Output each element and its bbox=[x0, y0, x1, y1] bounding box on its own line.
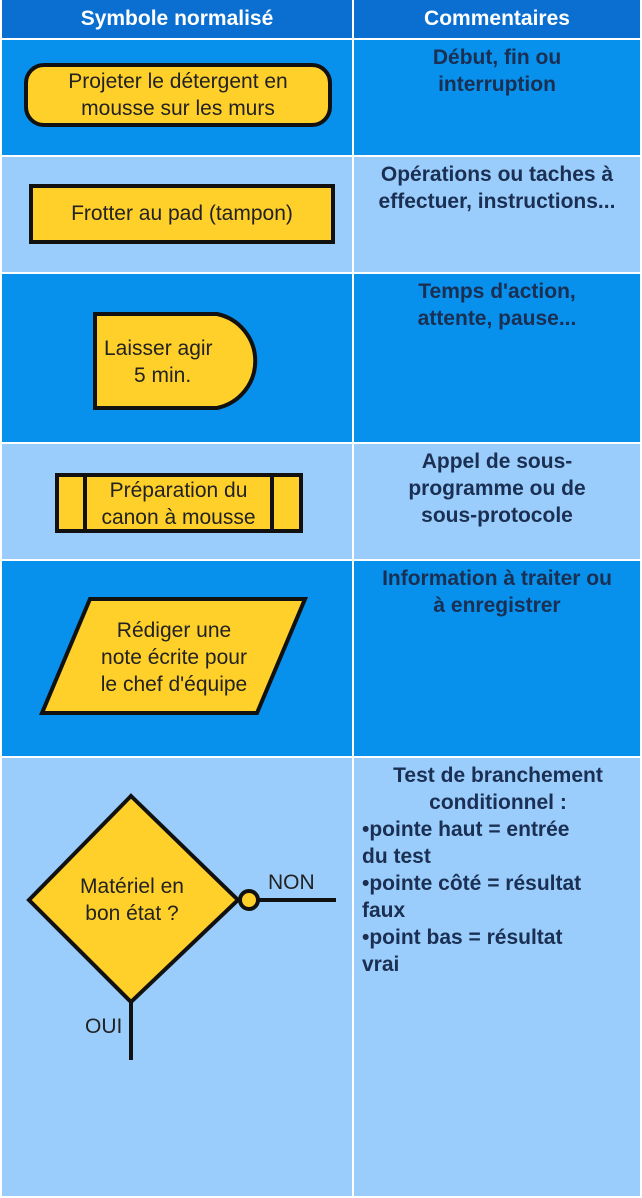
subprocess-symbol bbox=[55, 473, 303, 533]
comment-text: Appel de sous- programme ou de sous-prot… bbox=[408, 450, 586, 527]
symbol-cell: Matériel en bon état ? NON OUI bbox=[2, 758, 352, 1196]
comment-cell: Appel de sous- programme ou de sous-prot… bbox=[354, 444, 640, 559]
comment-text: Opérations ou taches à effectuer, instru… bbox=[378, 163, 616, 213]
row-process: Frotter au pad (tampon) Opérations ou ta… bbox=[0, 157, 642, 272]
comment-text: Temps d'action, attente, pause... bbox=[417, 280, 577, 330]
process-symbol bbox=[29, 184, 335, 244]
row-data: Rédiger une note écrite pour le chef d'é… bbox=[0, 561, 642, 756]
comment-text: Information à traiter ou à enregistrer bbox=[382, 567, 612, 617]
decision-symbol bbox=[26, 793, 336, 1060]
process-symbol-text: Frotter au pad (tampon) bbox=[71, 202, 293, 225]
symbol-cell: Laisser agir 5 min. bbox=[2, 274, 352, 442]
comment-cell: Opérations ou taches à effectuer, instru… bbox=[354, 157, 640, 272]
symbol-cell: Rédiger une note écrite pour le chef d'é… bbox=[2, 561, 352, 756]
comment-cell: Début, fin ou interruption bbox=[354, 40, 640, 155]
comment-text: Test de branchement conditionnel : •poin… bbox=[362, 764, 603, 976]
terminal-symbol-text: Projeter le détergent en mousse sur les … bbox=[68, 70, 288, 120]
comment-text: Début, fin ou interruption bbox=[432, 46, 562, 96]
no-branch-dot bbox=[238, 889, 260, 911]
symbol-cell: Projeter le détergent en mousse sur les … bbox=[2, 40, 352, 155]
symbol-cell: Frotter au pad (tampon) bbox=[2, 157, 352, 272]
delay-symbol-text: Laisser agir 5 min. bbox=[104, 337, 213, 387]
subprocess-symbol-text: Préparation du canon à mousse bbox=[101, 479, 256, 529]
header-comment-label: Commentaires bbox=[424, 7, 570, 30]
decision-symbol-text: Matériel en bon état ? bbox=[80, 875, 184, 925]
header-symbol-label: Symbole normalisé bbox=[80, 7, 274, 30]
data-symbol-text: Rédiger une note écrite pour le chef d'é… bbox=[100, 619, 248, 696]
comment-cell: Test de branchement conditionnel : •poin… bbox=[354, 758, 640, 1196]
no-label: NON bbox=[268, 871, 315, 894]
data-symbol bbox=[38, 597, 309, 715]
yes-label: OUI bbox=[85, 1015, 123, 1038]
symbol-cell: Préparation du canon à mousse bbox=[2, 444, 352, 559]
header-symbol-column: Symbole normalisé bbox=[2, 0, 352, 38]
delay-symbol bbox=[93, 312, 258, 410]
comment-cell: Information à traiter ou à enregistrer bbox=[354, 561, 640, 756]
terminal-symbol bbox=[24, 63, 332, 127]
row-subprocess: Préparation du canon à mousse Appel de s… bbox=[0, 444, 642, 559]
row-delay: Laisser agir 5 min. Temps d'action, atte… bbox=[0, 274, 642, 442]
header-comment-column: Commentaires bbox=[354, 0, 640, 38]
row-terminal: Projeter le détergent en mousse sur les … bbox=[0, 40, 642, 155]
comment-cell: Temps d'action, attente, pause... bbox=[354, 274, 640, 442]
row-decision: Matériel en bon état ? NON OUI Test de b… bbox=[0, 758, 642, 1196]
